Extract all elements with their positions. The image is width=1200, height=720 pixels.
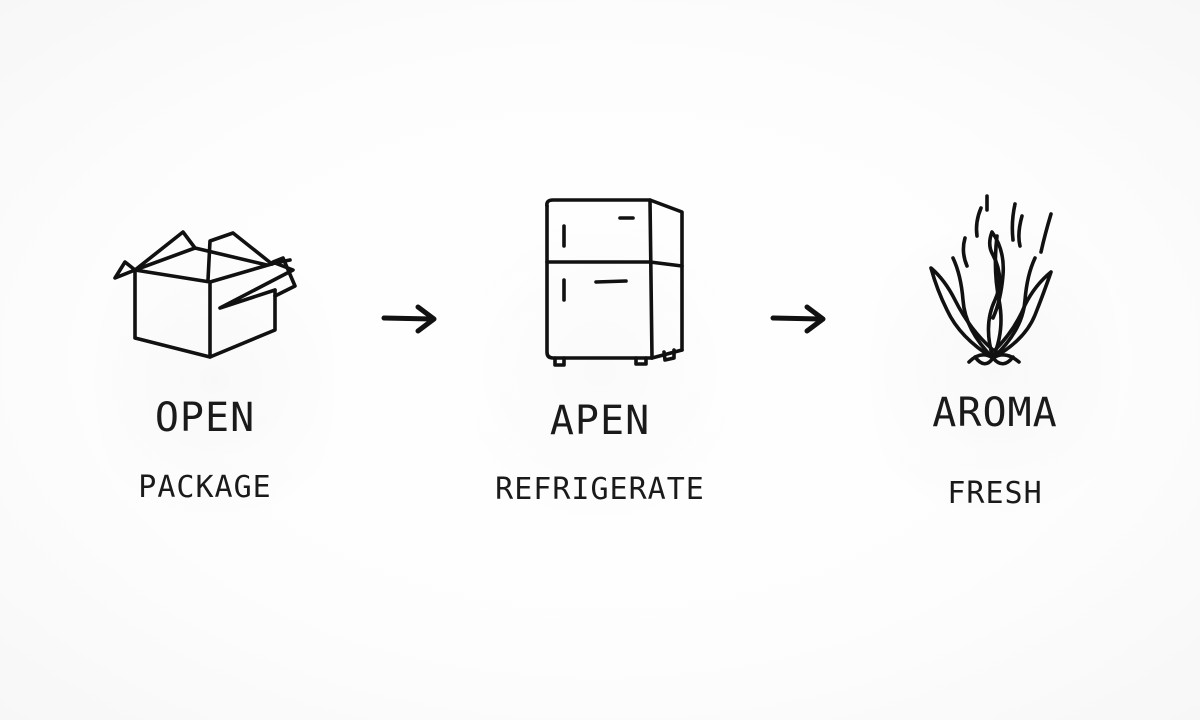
step-subtitle: REFRIGERATE <box>495 472 705 507</box>
step-halo <box>95 200 335 560</box>
aroma-herb-icon <box>929 194 1053 366</box>
step-title: APEN <box>549 398 651 444</box>
refrigerator-icon <box>545 198 684 367</box>
step-halo <box>470 170 730 570</box>
arrow-right-icon <box>381 304 437 334</box>
step-title: OPEN <box>154 395 256 441</box>
arrow-right-icon <box>770 304 826 334</box>
step-aroma-fresh: AROMA FRESH <box>865 0 1125 720</box>
step-subtitle: PACKAGE <box>138 470 272 505</box>
step-title: AROMA <box>932 390 1058 436</box>
step-refrigerate: APEN REFRIGERATE <box>470 0 730 720</box>
step-open-package: OPEN PACKAGE <box>75 0 335 720</box>
open-box-icon <box>113 230 297 359</box>
step-subtitle: FRESH <box>947 476 1043 511</box>
